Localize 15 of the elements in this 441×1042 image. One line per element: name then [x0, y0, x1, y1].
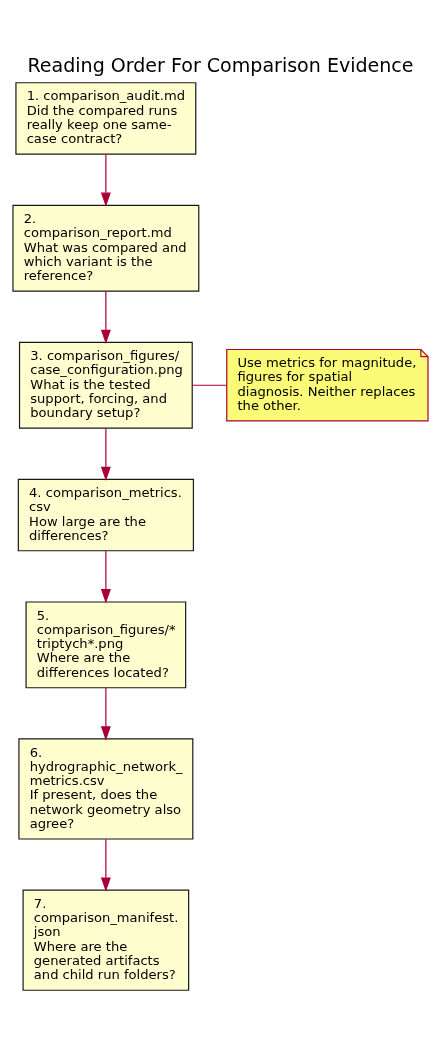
diagram-title: Reading Order For Comparison Evidence	[27, 53, 414, 76]
arrow	[100, 687, 111, 741]
node-box: 2. comparison_report.md What was compared and which variant is the reference?	[12, 204, 200, 292]
connector	[191, 384, 228, 386]
node-box: 6. hydrographic_network_ metrics.csv If present, does the network geometry also agree?	[18, 738, 194, 840]
arrow	[100, 838, 111, 892]
node-box: 5. comparison_figures/* triptych*.png Where are the differences located?	[25, 601, 187, 689]
arrow	[100, 427, 111, 482]
node-box: 4. comparison_metrics. csv How large are the differences?	[17, 478, 194, 552]
node-box: 1. comparison_audit.md Did the compared runs really keep one same-case contract?	[15, 82, 197, 155]
arrow	[100, 550, 111, 604]
node-box: 3. comparison_figures/ case_configuration.png What is the tested support, forcing, and boundary setup?	[18, 341, 193, 429]
node-box: 7. comparison_manifest. json Where are the generated artifacts and child run folders?	[22, 889, 190, 991]
arrow	[100, 153, 111, 207]
arrow	[100, 290, 111, 345]
